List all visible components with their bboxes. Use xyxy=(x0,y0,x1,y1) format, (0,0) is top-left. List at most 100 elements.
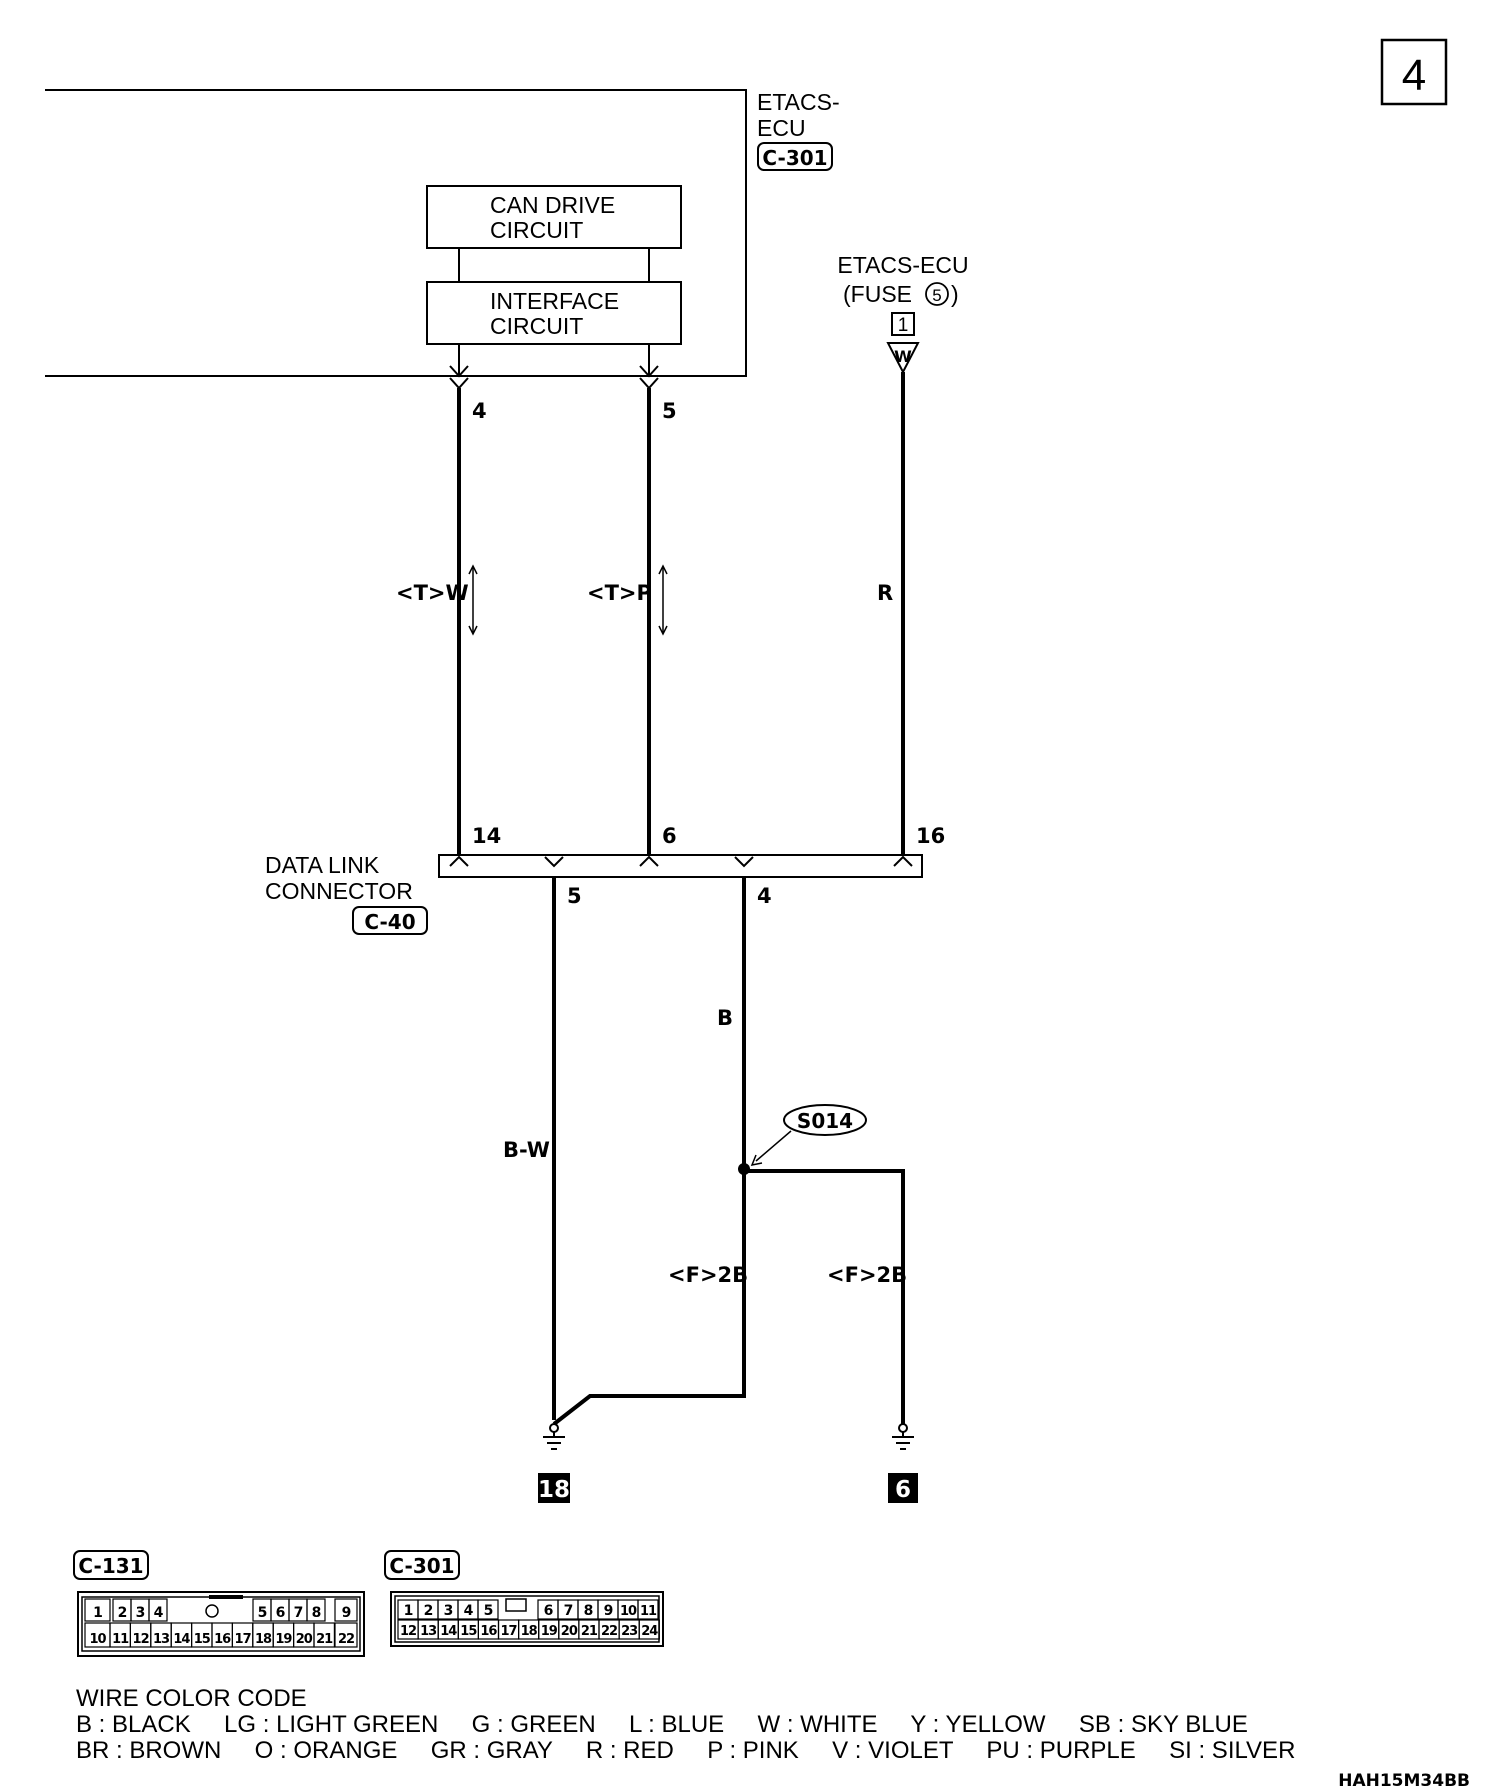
connector-c131-pin-8-cell xyxy=(306,1598,326,1622)
ground-symbol-6 xyxy=(892,1423,914,1450)
dlc-label-line1: DATA LINK xyxy=(265,852,380,878)
ground-point-18: 18 xyxy=(538,1473,570,1503)
connector-c131-pin-17-label: 17 xyxy=(235,1632,252,1647)
connector-c301-pin-15-label: 15 xyxy=(460,1624,477,1639)
connector-c301-pin-5-cell xyxy=(477,1599,499,1620)
fuse-source: ETACS-ECU (FUSE 5 ) 1 W xyxy=(837,252,969,375)
connector-c301-pin-18-label: 18 xyxy=(521,1624,538,1639)
fuse-source-line2-suffix: ) xyxy=(951,281,959,307)
fuse-terminal-box xyxy=(891,312,915,336)
splice-label: S014 xyxy=(797,1109,853,1133)
connector-c131-pin-9-cell xyxy=(334,1598,358,1622)
connector-c301-pin-12-label: 12 xyxy=(400,1624,416,1639)
connector-c301-pin-13-label: 13 xyxy=(420,1624,437,1639)
ground-point-6-label: 6 xyxy=(895,1477,911,1503)
fuse-source-line1: ETACS-ECU xyxy=(837,252,968,278)
fuse-terminal-color: W xyxy=(894,347,912,366)
legend-line1: B : BLACK LG : LIGHT GREEN G : GREEN L :… xyxy=(76,1711,1248,1738)
wire-color-code-legend: WIRE COLOR CODE B : BLACK LG : LIGHT GRE… xyxy=(76,1685,1295,1764)
splice-s014: S014 xyxy=(738,1104,867,1175)
connector-c131-pin-1-label: 1 xyxy=(93,1605,102,1621)
connector-c131-pin-12-label: 12 xyxy=(133,1632,149,1647)
dlc-connector-tag: C-40 xyxy=(352,906,428,935)
can-drive-circuit-box xyxy=(426,185,682,249)
fuse-source-line2-prefix: (FUSE xyxy=(843,281,912,307)
connector-c301-pin-9-label: 9 xyxy=(604,1603,613,1619)
connector-c301-pin-22-label: 22 xyxy=(601,1624,617,1639)
connector-c131-pin-3-label: 3 xyxy=(136,1605,145,1621)
connector-c301-label: C-301 xyxy=(389,1554,454,1578)
figure-code: HAH15M34BB xyxy=(1338,1771,1470,1791)
splice-dot xyxy=(738,1163,750,1175)
dlc-pin-14-label: 14 xyxy=(472,824,501,848)
connector-c131-pin-8-label: 8 xyxy=(312,1605,321,1621)
connector-c301-pin-24-label: 24 xyxy=(641,1624,658,1639)
connector-c131-pin-16-label: 16 xyxy=(214,1632,231,1647)
dlc-pin-6-mark xyxy=(639,855,659,867)
connector-c301-pin-11-cell xyxy=(637,1599,659,1620)
can-drive-label-line1: CAN DRIVE xyxy=(490,192,615,218)
connector-c301-pin-20-label: 20 xyxy=(561,1624,578,1639)
wire-power-label: R xyxy=(877,581,893,605)
etacs-ecu-connector: C-301 xyxy=(762,146,827,170)
connector-c131-label: C-131 xyxy=(78,1554,143,1578)
wire-branch-left-label: <F>2B xyxy=(668,1263,748,1287)
dlc-label-line2: CONNECTOR xyxy=(265,878,413,904)
connector-c131-pin-2-label: 2 xyxy=(118,1605,127,1621)
fuse-number: 5 xyxy=(932,286,941,305)
dlc-pin-16-label: 16 xyxy=(916,824,945,848)
fuse-number-circle xyxy=(925,282,949,306)
dlc-pin-6-label: 6 xyxy=(662,824,677,848)
connector-c301-pin-11-label: 11 xyxy=(640,1604,657,1619)
data-link-connector: DATA LINK CONNECTOR C-40 14 6 16 5 4 xyxy=(265,824,945,935)
etacs-ecu-connector-tag: C-301 xyxy=(757,142,833,171)
connector-c131-pin-10-label: 10 xyxy=(89,1632,106,1647)
etacs-ecu-block: ETACS- ECU C-301 CAN DRIVE CIRCUIT INTER… xyxy=(45,89,840,377)
ground-symbol-18 xyxy=(543,1423,565,1450)
connector-c301-pin-17-label: 17 xyxy=(501,1624,518,1639)
connector-c131-pin-21-label: 21 xyxy=(316,1632,333,1647)
ground-point-6: 6 xyxy=(888,1473,918,1503)
connector-c301-pin-7-label: 7 xyxy=(564,1603,573,1619)
connector-c301-pin-8-label: 8 xyxy=(584,1603,593,1619)
connector-c301-pin-1-label: 1 xyxy=(404,1603,413,1619)
connector-c131-pin-5-label: 5 xyxy=(258,1605,267,1621)
page-number: 4 xyxy=(1402,51,1426,100)
connector-c131-pin-4-label: 4 xyxy=(154,1605,164,1621)
dlc-pin-5-label: 5 xyxy=(567,884,582,908)
interface-circuit-box xyxy=(426,281,682,345)
ground-point-18-label: 18 xyxy=(538,1477,570,1503)
wire-ground-4-to-18 xyxy=(552,1390,746,1426)
dlc-pin-16-mark xyxy=(893,855,913,867)
connector-c131-pin-20-label: 20 xyxy=(296,1632,313,1647)
splice-tag xyxy=(783,1104,867,1136)
connector-c301-pin-3-label: 3 xyxy=(444,1603,453,1619)
connector-c301-pin-23-label: 23 xyxy=(621,1624,638,1639)
legend-line2: BR : BROWN O : ORANGE GR : GRAY R : RED … xyxy=(76,1737,1295,1764)
connector-c301-pin-14-label: 14 xyxy=(440,1624,457,1639)
wire-ground-4-label: B xyxy=(717,1006,733,1030)
connector-c131-pin-21-cell xyxy=(313,1622,335,1648)
connector-c301-pin-24-cell xyxy=(638,1619,660,1640)
twisted-pair-arrow-left xyxy=(468,564,478,636)
wire-ground-5-label: B-W xyxy=(503,1138,550,1162)
connector-c131-pin-9-label: 9 xyxy=(342,1605,351,1621)
etacs-ecu-title-line2: ECU xyxy=(757,115,806,141)
twisted-pair-arrow-right xyxy=(658,564,668,636)
dlc-pin-14-mark xyxy=(449,855,469,867)
connector-c301-pin-19-label: 19 xyxy=(541,1624,558,1639)
legend-title: WIRE COLOR CODE xyxy=(76,1685,307,1712)
connector-c131-pin-15-label: 15 xyxy=(194,1632,211,1647)
etacs-ecu-title-line1: ETACS- xyxy=(757,89,840,115)
ecu-pin-4-label: 4 xyxy=(472,399,487,423)
connector-c131-pin-4-cell xyxy=(148,1598,168,1622)
connector-c131-pin-22-label: 22 xyxy=(338,1632,354,1647)
connector-c131-pin-14-label: 14 xyxy=(173,1632,190,1647)
interface-label-line2: CIRCUIT xyxy=(490,313,583,339)
connector-c131-pin-1-cell xyxy=(84,1598,111,1622)
connector-c301-pin-10-label: 10 xyxy=(620,1604,637,1619)
connector-c131-pin-11-label: 11 xyxy=(112,1632,129,1647)
